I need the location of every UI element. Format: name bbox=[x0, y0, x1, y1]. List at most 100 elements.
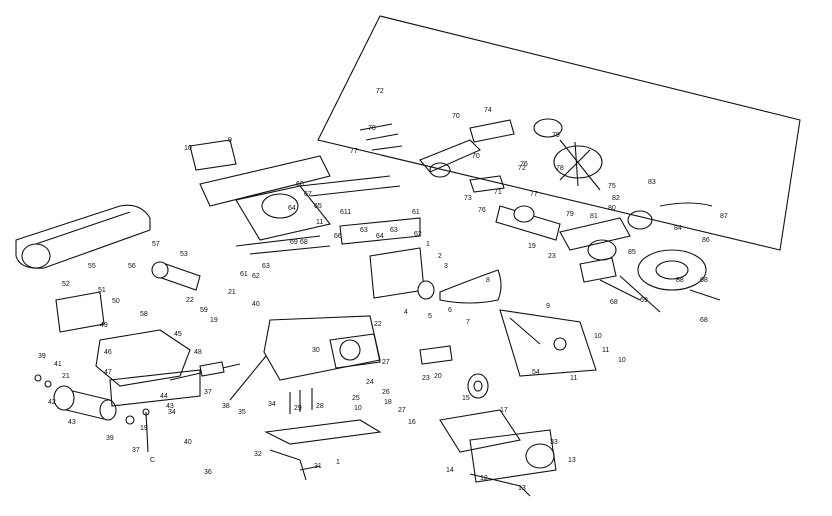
part-callout: 61 bbox=[412, 209, 420, 216]
part-callout: 62 bbox=[252, 273, 260, 280]
part-callout: 77 bbox=[350, 148, 358, 155]
part-callout: 2 bbox=[438, 253, 442, 260]
part-callout: 8 bbox=[486, 277, 490, 284]
part-callout: 23 bbox=[422, 375, 430, 382]
belt-pulley-group bbox=[417, 269, 597, 399]
part-callout: 16 bbox=[408, 419, 416, 426]
part-callout: 76 bbox=[520, 161, 528, 168]
part-callout: 35 bbox=[238, 409, 246, 416]
part-callout: 11 bbox=[602, 347, 609, 354]
part-callout: 42 bbox=[48, 399, 56, 406]
part-callout: 11 bbox=[570, 375, 577, 382]
part-callout: 64 bbox=[376, 233, 384, 240]
part-callout: 31 bbox=[314, 463, 322, 470]
part-callout: 19 bbox=[210, 317, 218, 324]
part-callout: 86 bbox=[702, 237, 710, 244]
part-callout: 50 bbox=[112, 298, 120, 305]
part-callout: 60 bbox=[296, 181, 304, 188]
part-callout: 68 bbox=[300, 239, 308, 246]
part-callout: 21 bbox=[62, 373, 70, 380]
part-callout: 43 bbox=[166, 403, 174, 410]
part-callout: 46 bbox=[104, 349, 112, 356]
part-callout: 22 bbox=[374, 321, 382, 328]
part-callout: 61 bbox=[240, 271, 248, 278]
part-callout: 40 bbox=[184, 439, 192, 446]
part-callout: 63 bbox=[360, 227, 368, 234]
part-callout: 13 bbox=[568, 457, 576, 464]
part-callout: 52 bbox=[62, 281, 70, 288]
part-callout: 19 bbox=[528, 243, 536, 250]
part-callout: 62 bbox=[414, 231, 422, 238]
part-callout: 68 bbox=[700, 277, 708, 284]
boxed-subassembly-frame bbox=[317, 15, 801, 251]
part-callout: 76 bbox=[478, 207, 486, 214]
part-callout: 30 bbox=[312, 347, 320, 354]
part-callout: 51 bbox=[98, 287, 106, 294]
lower-parts-group bbox=[419, 345, 557, 497]
part-callout: 56 bbox=[128, 263, 136, 270]
part-callout: 74 bbox=[484, 107, 492, 114]
part-callout: 63 bbox=[262, 263, 270, 270]
part-callout: 54 bbox=[532, 369, 540, 376]
part-callout: 5 bbox=[428, 313, 432, 320]
part-callout: 33 bbox=[550, 439, 558, 446]
part-callout: 79 bbox=[552, 132, 560, 139]
part-callout: 81 bbox=[590, 213, 598, 220]
part-callout: 19 bbox=[140, 425, 148, 432]
part-callout: 10 bbox=[184, 145, 192, 152]
part-callout: 79 bbox=[566, 211, 574, 218]
part-callout: 82 bbox=[612, 195, 620, 202]
part-callout: 53 bbox=[180, 251, 188, 258]
part-callout: 77 bbox=[530, 191, 538, 198]
part-callout: 39 bbox=[106, 435, 114, 442]
part-callout: 75 bbox=[608, 183, 616, 190]
part-callout: 55 bbox=[88, 263, 96, 270]
part-callout: 9 bbox=[546, 303, 550, 310]
part-callout: 78 bbox=[556, 165, 564, 172]
part-callout: 44 bbox=[160, 393, 168, 400]
part-callout: 1 bbox=[336, 459, 340, 466]
part-callout: 83 bbox=[648, 179, 656, 186]
part-callout: 64 bbox=[288, 205, 296, 212]
part-callout: 39 bbox=[38, 353, 46, 360]
part-callout: 34 bbox=[168, 409, 176, 416]
part-callout: 72 bbox=[376, 88, 384, 95]
part-callout: 59 bbox=[200, 307, 208, 314]
part-callout: 69 bbox=[290, 239, 298, 246]
part-callout: 70 bbox=[368, 125, 376, 132]
bed-roller-group bbox=[15, 204, 241, 453]
part-callout: 25 bbox=[352, 395, 360, 402]
boxed-parts-group bbox=[359, 118, 721, 313]
part-callout: 73 bbox=[464, 195, 472, 202]
part-callout: 71 bbox=[494, 189, 502, 196]
part-callout: 18 bbox=[384, 399, 392, 406]
part-callout: 7 bbox=[466, 319, 470, 326]
part-callout: 10 bbox=[618, 357, 626, 364]
part-callout: 1 bbox=[426, 241, 430, 248]
part-callout: 10 bbox=[594, 333, 602, 340]
part-callout: 15 bbox=[462, 395, 470, 402]
part-callout: 29 bbox=[294, 405, 302, 412]
part-callout: 24 bbox=[366, 379, 374, 386]
part-callout: 80 bbox=[608, 205, 616, 212]
part-callout: 70 bbox=[452, 113, 460, 120]
part-callout: 43 bbox=[68, 419, 76, 426]
part-callout: 37 bbox=[204, 389, 212, 396]
part-callout: 72 bbox=[518, 165, 526, 172]
part-callout: 3 bbox=[444, 263, 448, 270]
part-callout: 20 bbox=[434, 373, 442, 380]
part-callout: 70 bbox=[472, 153, 480, 160]
part-callout: 49 bbox=[100, 322, 108, 329]
part-callout: C bbox=[150, 457, 155, 464]
part-callout: 45 bbox=[174, 331, 182, 338]
part-callout: 84 bbox=[674, 225, 682, 232]
part-callout: 37 bbox=[132, 447, 140, 454]
part-callout: 38 bbox=[222, 403, 230, 410]
part-callout: 26 bbox=[382, 389, 390, 396]
part-callout: 57 bbox=[152, 241, 160, 248]
part-callout: 36 bbox=[204, 469, 212, 476]
part-callout: 4 bbox=[404, 309, 408, 316]
